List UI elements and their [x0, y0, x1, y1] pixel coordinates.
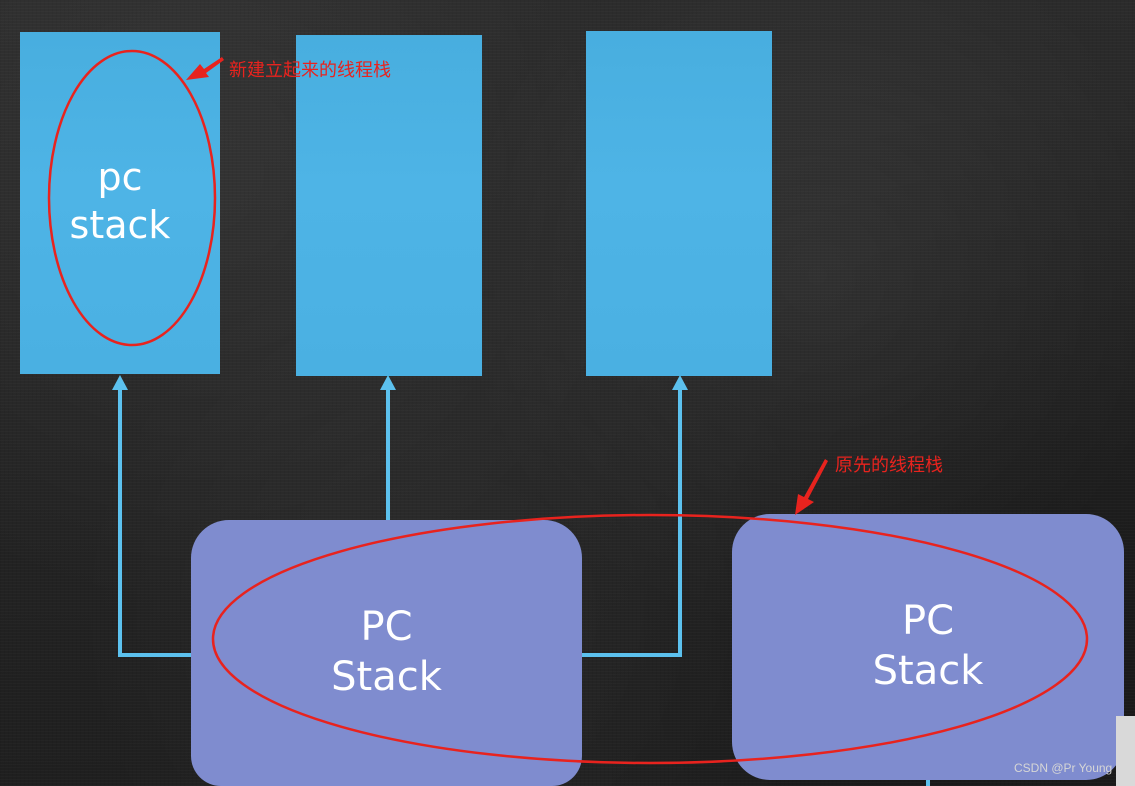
- arrowhead-left: [112, 375, 128, 390]
- highlight-ellipse-original-stack: [211, 513, 1089, 765]
- annotation-new-stack: 新建立起来的线程栈: [229, 60, 391, 81]
- watermark: CSDN @Pr Young: [1014, 761, 1113, 775]
- thread-stack-1-label: pc stack: [69, 155, 171, 247]
- arrowhead-right: [672, 375, 688, 390]
- thread-stack-2: [296, 35, 482, 376]
- pc-stack-box-1-label: PC Stack: [331, 604, 442, 700]
- connector-left: [118, 388, 192, 657]
- annotation-arrow-new-stack: [186, 57, 224, 80]
- pc-stack-box-1: PC Stack: [191, 520, 582, 786]
- arrowhead-middle: [380, 375, 396, 390]
- thread-stack-3: [586, 31, 772, 376]
- annotation-arrow-original-stack: [795, 459, 828, 515]
- highlight-ellipse-new-stack: [47, 49, 217, 347]
- corner-scrap: [1116, 716, 1135, 786]
- connector-right: [582, 388, 682, 657]
- annotation-original-stack: 原先的线程栈: [835, 455, 943, 476]
- pc-stack-box-2-label: PC Stack: [872, 598, 984, 694]
- pc-stack-box-2: PC Stack: [732, 514, 1124, 780]
